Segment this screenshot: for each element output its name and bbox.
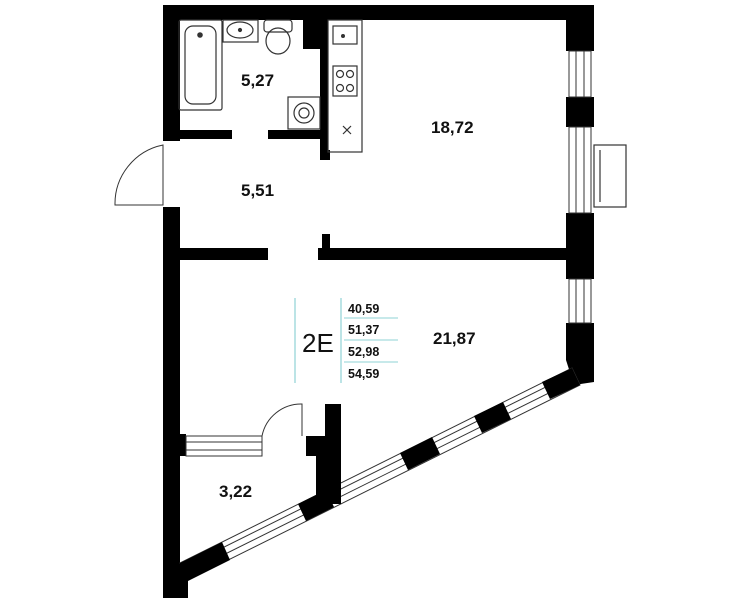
room-area-hallway: 5,51 <box>241 181 274 200</box>
right-windows <box>568 50 592 324</box>
apartment-code: 2E <box>302 328 334 358</box>
interior-walls <box>180 5 566 504</box>
balcony-window <box>185 435 263 457</box>
sink-icon <box>222 19 259 43</box>
room-area-balcony: 3,22 <box>219 482 252 501</box>
room-area-kitchen-living: 18,72 <box>431 118 474 137</box>
kitchen-sink-icon <box>332 25 358 45</box>
area-value: 54,59 <box>348 367 379 381</box>
exterior-walls <box>163 5 594 598</box>
apartment-info: 2E 40,59 51,37 52,98 54,59 <box>294 298 398 383</box>
toilet-icon <box>263 19 293 55</box>
washing-machine-icon <box>287 96 321 130</box>
fridge-icon <box>342 125 352 135</box>
room-area-bedroom: 21,87 <box>433 329 476 348</box>
diagonal-wall <box>163 367 581 598</box>
kitchen-counter <box>327 19 363 153</box>
area-value: 52,98 <box>348 345 379 359</box>
bathtub-icon <box>178 19 223 111</box>
french-balcony <box>593 144 627 208</box>
doors <box>114 144 303 452</box>
stove-icon <box>332 65 358 97</box>
room-area-bathroom: 5,27 <box>241 71 274 90</box>
area-value: 40,59 <box>348 302 379 316</box>
area-value: 51,37 <box>348 323 379 337</box>
